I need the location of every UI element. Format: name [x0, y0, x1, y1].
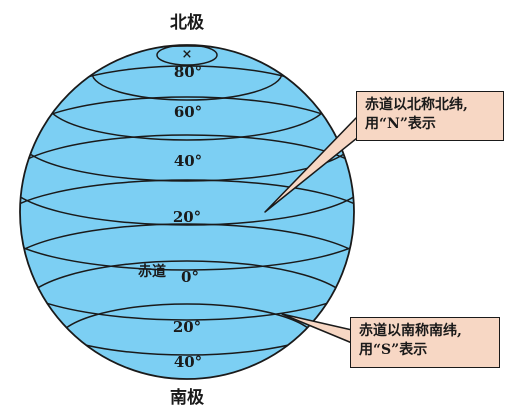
lat-label-20n: 20° — [173, 208, 201, 226]
lat-label-20s: 20° — [173, 318, 201, 336]
south-callout-line2: 用“S”表示 — [359, 342, 428, 358]
north-pole-label: 北极 — [170, 13, 204, 33]
lat-label-60n: 60° — [174, 103, 202, 121]
north-latitude-callout: 赤道以北称北纬, 用“N”表示 — [356, 91, 504, 141]
north-callout-line2: 用“N”表示 — [365, 116, 436, 132]
parallel-80n — [156, 45, 218, 66]
lat-label-40s: 40° — [174, 353, 202, 371]
south-pole-label: 南极 — [170, 387, 204, 407]
parallel-20s — [20, 223, 354, 321]
lat-label-80n: 80° — [174, 63, 202, 81]
south-latitude-callout: 赤道以南称南纬, 用“S”表示 — [350, 317, 500, 368]
north-callout-line1: 赤道以北称北纬, — [365, 97, 468, 113]
lat-label-0: 0° — [181, 268, 199, 286]
equator-label: 赤道 — [138, 263, 166, 280]
south-callout-line1: 赤道以南称南纬, — [359, 323, 462, 339]
north-pole-marker-icon: × — [182, 47, 193, 62]
parallel-equator — [20, 179, 354, 271]
parallel-40n — [20, 96, 354, 182]
lat-label-40n: 40° — [174, 152, 202, 170]
parallel-20n — [20, 134, 354, 226]
